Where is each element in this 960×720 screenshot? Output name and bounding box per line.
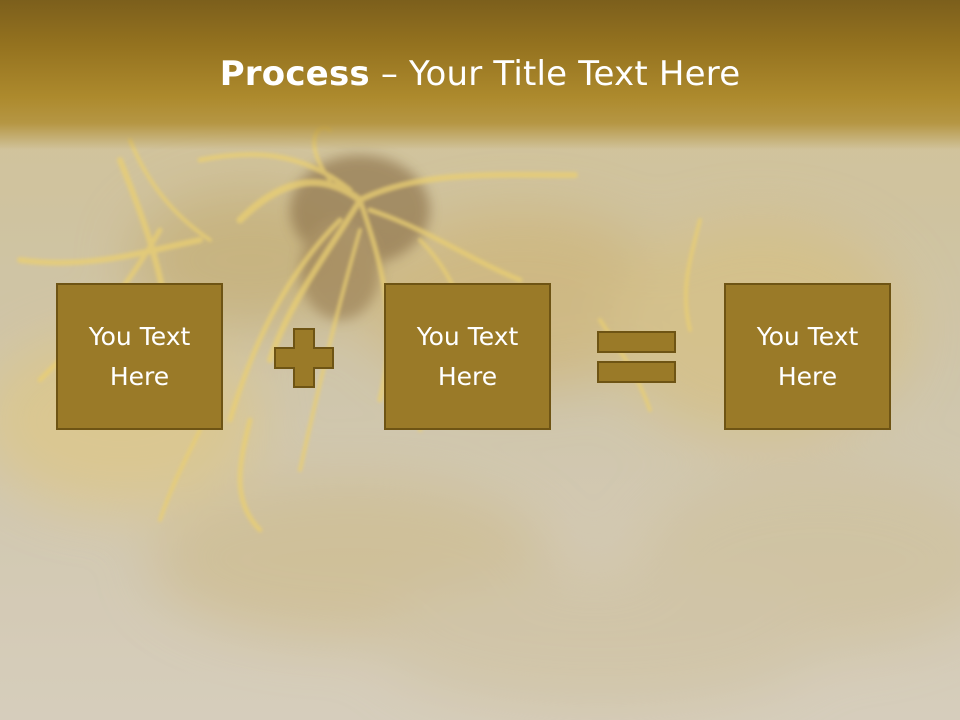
text-box-3: You Text Here bbox=[724, 283, 891, 430]
title-band bbox=[0, 0, 960, 150]
equals-icon bbox=[597, 331, 676, 383]
slide-title: Process – Your Title Text Here bbox=[0, 50, 960, 98]
plus-icon bbox=[274, 328, 334, 388]
text-box-1: You Text Here bbox=[56, 283, 223, 430]
text-box-2: You Text Here bbox=[384, 283, 551, 430]
title-bold: Process bbox=[219, 54, 370, 94]
title-rest: – Your Title Text Here bbox=[369, 54, 741, 94]
